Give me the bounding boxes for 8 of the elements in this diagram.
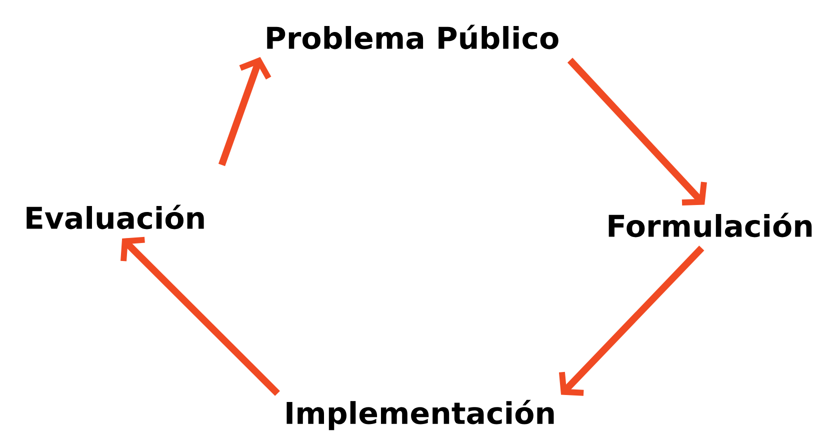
arrow	[558, 246, 704, 396]
arrow	[567, 58, 707, 206]
stage-label: Implementación	[286, 400, 554, 430]
arrow	[218, 57, 272, 166]
arrow	[120, 236, 280, 396]
stage-label: Evaluación	[26, 204, 204, 230]
stage-label: Formulación	[608, 212, 812, 238]
stage-label: Problema Público	[267, 24, 558, 50]
